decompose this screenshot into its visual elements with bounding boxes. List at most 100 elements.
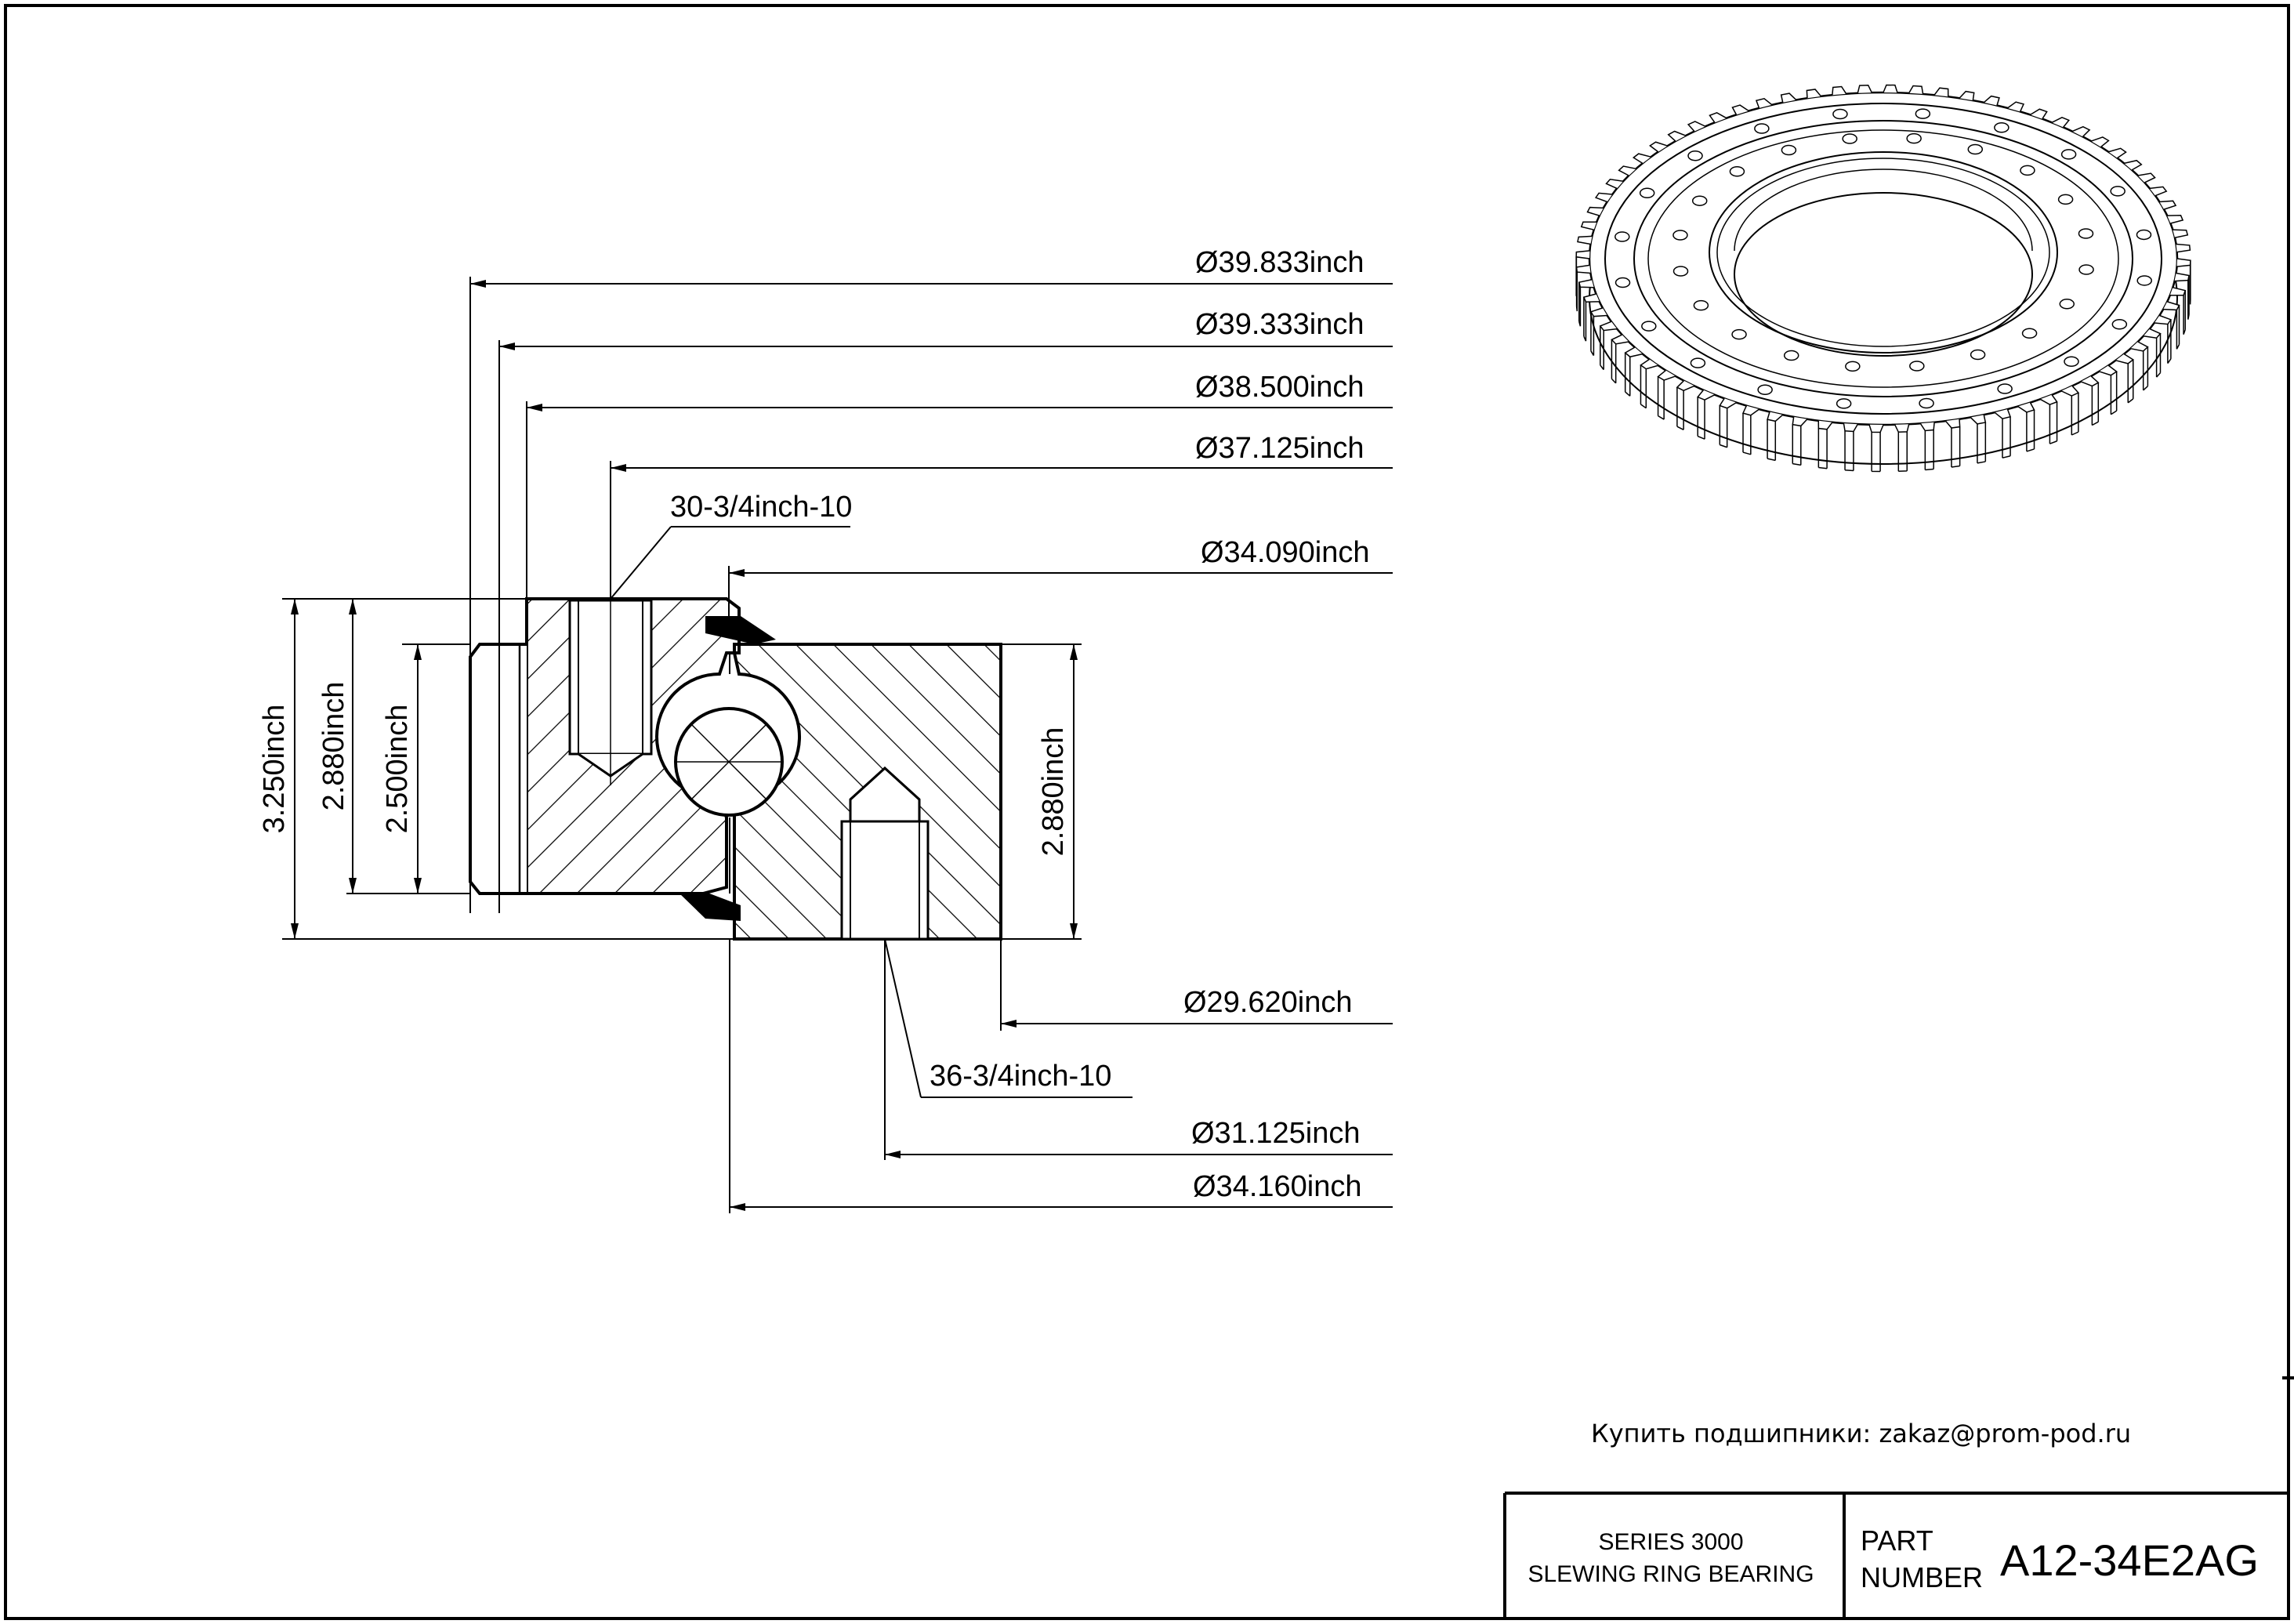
dimension-lines — [282, 277, 1393, 1213]
gear-tooth — [1599, 321, 1618, 332]
dimension-texts: Ø39.833inch Ø39.333inch Ø38.500inch Ø37.… — [258, 246, 1370, 1203]
bottom-seal — [678, 892, 741, 921]
gear-tooth — [1632, 153, 1651, 165]
product-type-label: SLEWING RING BEARING — [1528, 1561, 1814, 1587]
gear-tooth — [1868, 424, 1884, 433]
gear-tooth — [1755, 97, 1773, 109]
title-block: SERIES 3000 SLEWING RING BEARING PART NU… — [1503, 1492, 2289, 1619]
bolt-hole — [2057, 194, 2074, 205]
bolt-hole — [1994, 122, 2010, 133]
gear-tooth-side — [2049, 401, 2058, 444]
gear-tooth — [2130, 341, 2149, 352]
gear-tooth — [1709, 112, 1727, 123]
gear-tooth — [2176, 258, 2191, 267]
bearing-cross-section — [469, 494, 1002, 941]
gear-tooth-side — [1676, 387, 1684, 430]
sheet-border — [4, 4, 2290, 1620]
gear-tooth — [1994, 408, 2012, 420]
dim-flange-height: 2.500inch — [381, 705, 414, 834]
gear-tooth — [1618, 165, 1636, 176]
dim-ball-pitch-diameter: Ø34.090inch — [1201, 536, 1370, 569]
gear-tooth — [1577, 235, 1593, 245]
bolt-hole — [2059, 299, 2075, 310]
bolt-hole — [2064, 356, 2079, 368]
gear-tooth — [2108, 147, 2127, 159]
gear-tooth — [1731, 104, 1749, 115]
bolt-hole — [2078, 264, 2094, 275]
bolt-hole — [1832, 108, 1848, 120]
gear-tooth — [1817, 420, 1833, 430]
gear-tooth-side — [1871, 432, 1881, 473]
bolt-hole — [1845, 361, 1861, 372]
gear-tooth — [2007, 101, 2025, 112]
gear-tooth-side — [2127, 359, 2134, 404]
bolt-hole — [1687, 150, 1703, 161]
gear-tooth — [1657, 369, 1676, 381]
gear-tooth-side — [2142, 346, 2149, 391]
gear-tooth — [1719, 397, 1737, 409]
series-label: SERIES 3000 — [1598, 1529, 1743, 1555]
bolt-hole — [1970, 349, 1986, 361]
dim-outer-ring-height: 2.880inch — [317, 682, 350, 811]
bolt-hole — [1672, 266, 1689, 277]
gear-tooth — [2080, 375, 2100, 387]
part-number: A12-34E2AG — [2000, 1535, 2259, 1585]
gear-tooth — [1908, 85, 1924, 95]
gear-tooth — [2143, 328, 2162, 339]
gear-tooth-side — [2176, 305, 2180, 350]
bolt-hole — [1614, 277, 1631, 288]
bolt-hole — [1754, 123, 1770, 134]
inner-tapped-hole — [840, 766, 930, 941]
gear-tooth — [1575, 264, 1591, 274]
gear-tooth-side — [1600, 325, 1604, 371]
gear-tooth-side — [1767, 419, 1777, 462]
gear-tooth — [1857, 84, 1872, 93]
gear-tooth — [2124, 159, 2143, 171]
dim-gear-tip-diameter: Ø39.333inch — [1195, 308, 1364, 341]
dim-outer-bolt-circle: Ø37.125inch — [1195, 432, 1364, 465]
gear-tooth — [1806, 89, 1822, 99]
bolt-hole — [1693, 299, 1709, 311]
gear-tooth — [1741, 405, 1759, 416]
gear-tooth-side — [1817, 428, 1828, 469]
gear-tooth — [1605, 179, 1624, 190]
gear-tooth — [1696, 390, 1716, 401]
gear-tooth — [1792, 416, 1808, 427]
gear-tooth — [1933, 87, 1949, 97]
gear-tooth-side — [1951, 426, 1961, 468]
top-seal — [705, 616, 776, 644]
gear-tooth — [1687, 121, 1706, 132]
gear-tooth-side — [2183, 290, 2186, 335]
gear-tooth — [2017, 402, 2035, 413]
gear-tooth-side — [1624, 353, 1631, 397]
gear-tooth — [2163, 301, 2180, 311]
bolt-hole — [1672, 230, 1688, 241]
bolt-hole — [1757, 384, 1773, 395]
gear-tooth — [1843, 422, 1858, 433]
gear-tooth — [1580, 221, 1597, 230]
gear-tooth — [1832, 85, 1847, 96]
outer-tapped-hole — [568, 494, 653, 785]
gear-tooth-side — [2026, 409, 2035, 452]
gear-tooth-side — [1897, 431, 1908, 473]
gear-tooth-side — [1719, 405, 1728, 448]
gear-tooth — [2137, 172, 2156, 183]
bolt-hole — [2111, 318, 2128, 330]
part-label: PART — [1861, 1524, 1933, 1557]
dim-inner-bore: Ø29.620inch — [1183, 986, 1353, 1019]
bolt-hole — [2020, 165, 2035, 176]
gear-tooth — [1640, 358, 1658, 370]
gear-tooth — [2051, 116, 2071, 128]
bolt-hole — [2136, 275, 2152, 286]
gear-tooth — [2039, 394, 2058, 405]
gear-tooth — [2169, 287, 2187, 296]
gear-tooth-side — [2071, 393, 2079, 436]
gear-tooth — [2090, 136, 2110, 148]
bolt-hole — [1691, 195, 1708, 206]
number-label: NUMBER — [1861, 1561, 1983, 1593]
gear-tooth — [2149, 186, 2168, 197]
gear-tooth — [1676, 380, 1695, 392]
gear-tooth — [2071, 125, 2091, 137]
dim-outer-diameter: Ø39.833inch — [1195, 246, 1364, 279]
